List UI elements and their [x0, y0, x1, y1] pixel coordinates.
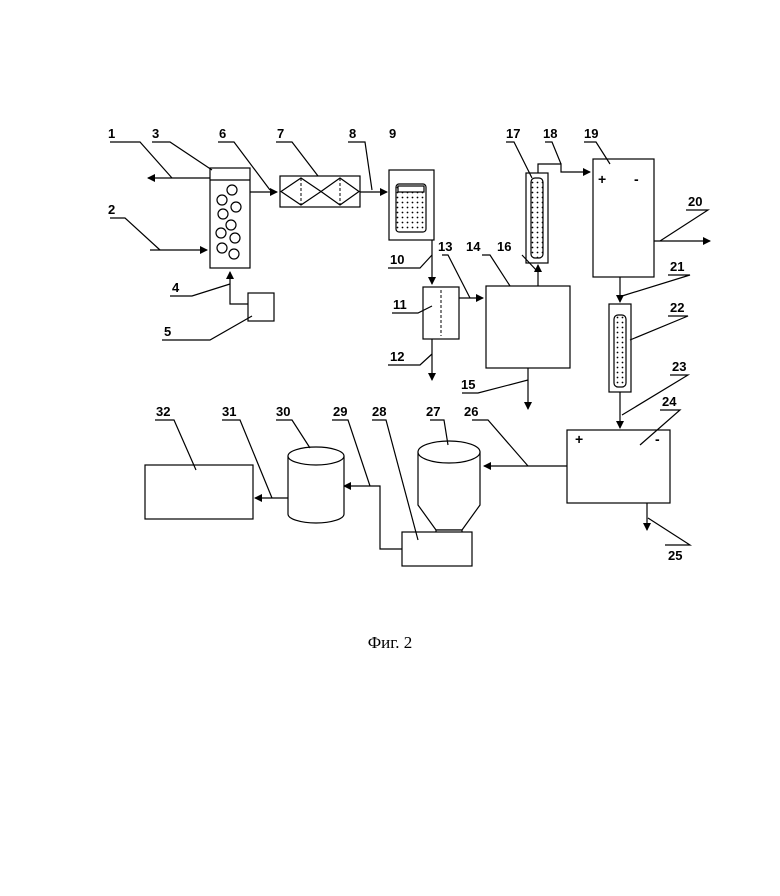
hopper-27: [418, 441, 480, 534]
minus-sign: -: [634, 171, 639, 187]
label-5: 5: [164, 324, 171, 339]
minus-sign: -: [655, 431, 660, 447]
label-10: 10: [390, 252, 404, 267]
electrolyzer-19: + -: [593, 159, 654, 277]
label-19: 19: [584, 126, 598, 141]
label-7: 7: [277, 126, 284, 141]
flow-arrow-18: [538, 164, 590, 173]
unit-28: [402, 532, 472, 566]
flow-arrow-29: [344, 486, 402, 549]
label-22: 22: [670, 300, 684, 315]
label-16: 16: [497, 239, 511, 254]
label-30: 30: [276, 404, 290, 419]
label-27: 27: [426, 404, 440, 419]
filter-7: [280, 176, 360, 207]
label-3: 3: [152, 126, 159, 141]
label-25: 25: [668, 548, 682, 563]
label-29: 29: [333, 404, 347, 419]
column-22: [609, 304, 631, 392]
vessel-3: [210, 168, 250, 268]
flow-arrow-4: [230, 272, 248, 304]
label-13: 13: [438, 239, 452, 254]
label-28: 28: [372, 404, 386, 419]
label-20: 20: [688, 194, 702, 209]
unit-9: [389, 170, 434, 240]
label-14: 14: [466, 239, 481, 254]
label-12: 12: [390, 349, 404, 364]
label-15: 15: [461, 377, 475, 392]
figure-caption: Фиг. 2: [368, 633, 413, 652]
plus-sign: +: [575, 431, 583, 447]
tank-30: [288, 447, 344, 523]
label-31: 31: [222, 404, 236, 419]
label-8: 8: [349, 126, 356, 141]
label-4: 4: [172, 280, 180, 295]
label-11: 11: [393, 297, 407, 312]
plus-sign: +: [598, 171, 606, 187]
label-2: 2: [108, 202, 115, 217]
unit-11: [423, 287, 459, 339]
unit-32: [145, 465, 253, 519]
unit-14: [486, 286, 570, 368]
unit-5: [248, 293, 274, 321]
label-1: 1: [108, 126, 115, 141]
label-18: 18: [543, 126, 557, 141]
label-24: 24: [662, 394, 677, 409]
label-17: 17: [506, 126, 520, 141]
column-17: [526, 173, 548, 263]
label-6: 6: [219, 126, 226, 141]
label-9: 9: [389, 126, 396, 141]
label-32: 32: [156, 404, 170, 419]
label-26: 26: [464, 404, 478, 419]
electrolyzer-24: + -: [567, 430, 670, 503]
label-21: 21: [670, 259, 684, 274]
label-23: 23: [672, 359, 686, 374]
